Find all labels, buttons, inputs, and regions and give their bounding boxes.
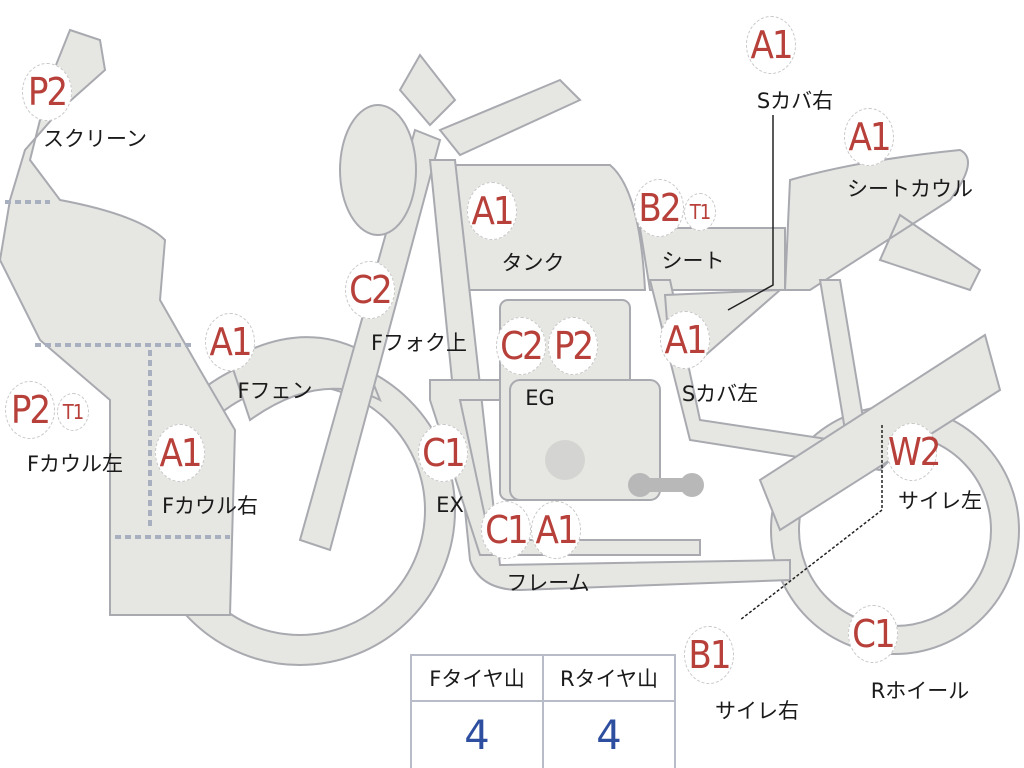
badge-f-cowl-left-extra: T1 xyxy=(57,393,89,431)
silencer xyxy=(758,333,1002,532)
badge-tank: A1 xyxy=(467,182,517,240)
label-s-cover-right: Sカバ右 xyxy=(756,89,834,113)
badge-engine-1: C2 xyxy=(496,317,546,375)
label-fork-upper: Fフォク上 xyxy=(370,331,468,355)
badge-seat-extra: T1 xyxy=(684,193,716,231)
front-fender xyxy=(228,336,382,422)
badge-screen: P2 xyxy=(22,63,72,121)
label-exhaust: EX xyxy=(436,493,464,517)
badge-seat: B2 xyxy=(634,179,684,237)
handlebar xyxy=(398,53,582,157)
badge-s-cover-right: A1 xyxy=(746,16,796,74)
label-frame: フレーム xyxy=(506,571,590,595)
label-silencer-right: サイレ右 xyxy=(715,699,799,723)
label-seat-cowl: シートカウル xyxy=(847,177,973,201)
headlight xyxy=(339,104,417,236)
label-engine: EG xyxy=(525,386,555,410)
label-tank: タンク xyxy=(501,251,565,275)
badge-f-fender: A1 xyxy=(205,313,255,371)
badge-frame-2: A1 xyxy=(531,501,581,559)
badge-frame-1: C1 xyxy=(481,501,531,559)
badge-f-cowl-left: P2 xyxy=(5,381,55,439)
badge-seat-cowl: A1 xyxy=(844,108,894,166)
seat-cowl xyxy=(783,148,982,292)
badge-r-wheel: C1 xyxy=(848,605,898,663)
rear-tire-header: Rタイヤ山 xyxy=(542,654,676,702)
label-seat: シート xyxy=(661,249,725,273)
label-f-cowl-right: Fカウル右 xyxy=(161,494,259,518)
label-s-cover-left: Sカバ左 xyxy=(681,382,759,406)
front-fork xyxy=(298,128,442,552)
badge-engine-2: P2 xyxy=(548,317,598,375)
label-f-cowl-left: Fカウル左 xyxy=(26,452,124,476)
front-tire-header: Fタイヤ山 xyxy=(410,654,544,702)
frame xyxy=(428,159,791,592)
label-r-wheel: Rホイール xyxy=(870,679,970,703)
label-f-fender: Fフェン xyxy=(237,379,313,403)
badge-f-cowl-right: A1 xyxy=(155,424,205,482)
badge-exhaust: C1 xyxy=(418,424,468,482)
front-tire-value: 4 xyxy=(410,700,544,768)
label-screen: スクリーン xyxy=(43,127,147,151)
badge-fork-upper: C2 xyxy=(345,261,395,319)
badge-silencer-right: B1 xyxy=(684,626,734,684)
badge-s-cover-left: A1 xyxy=(660,311,710,369)
tire-tread-table: Fタイヤ山 Rタイヤ山 4 4 xyxy=(410,654,676,768)
badge-silencer-left: W2 xyxy=(887,423,942,481)
rear-tire-value: 4 xyxy=(542,700,676,768)
label-silencer-left: サイレ左 xyxy=(898,489,982,513)
